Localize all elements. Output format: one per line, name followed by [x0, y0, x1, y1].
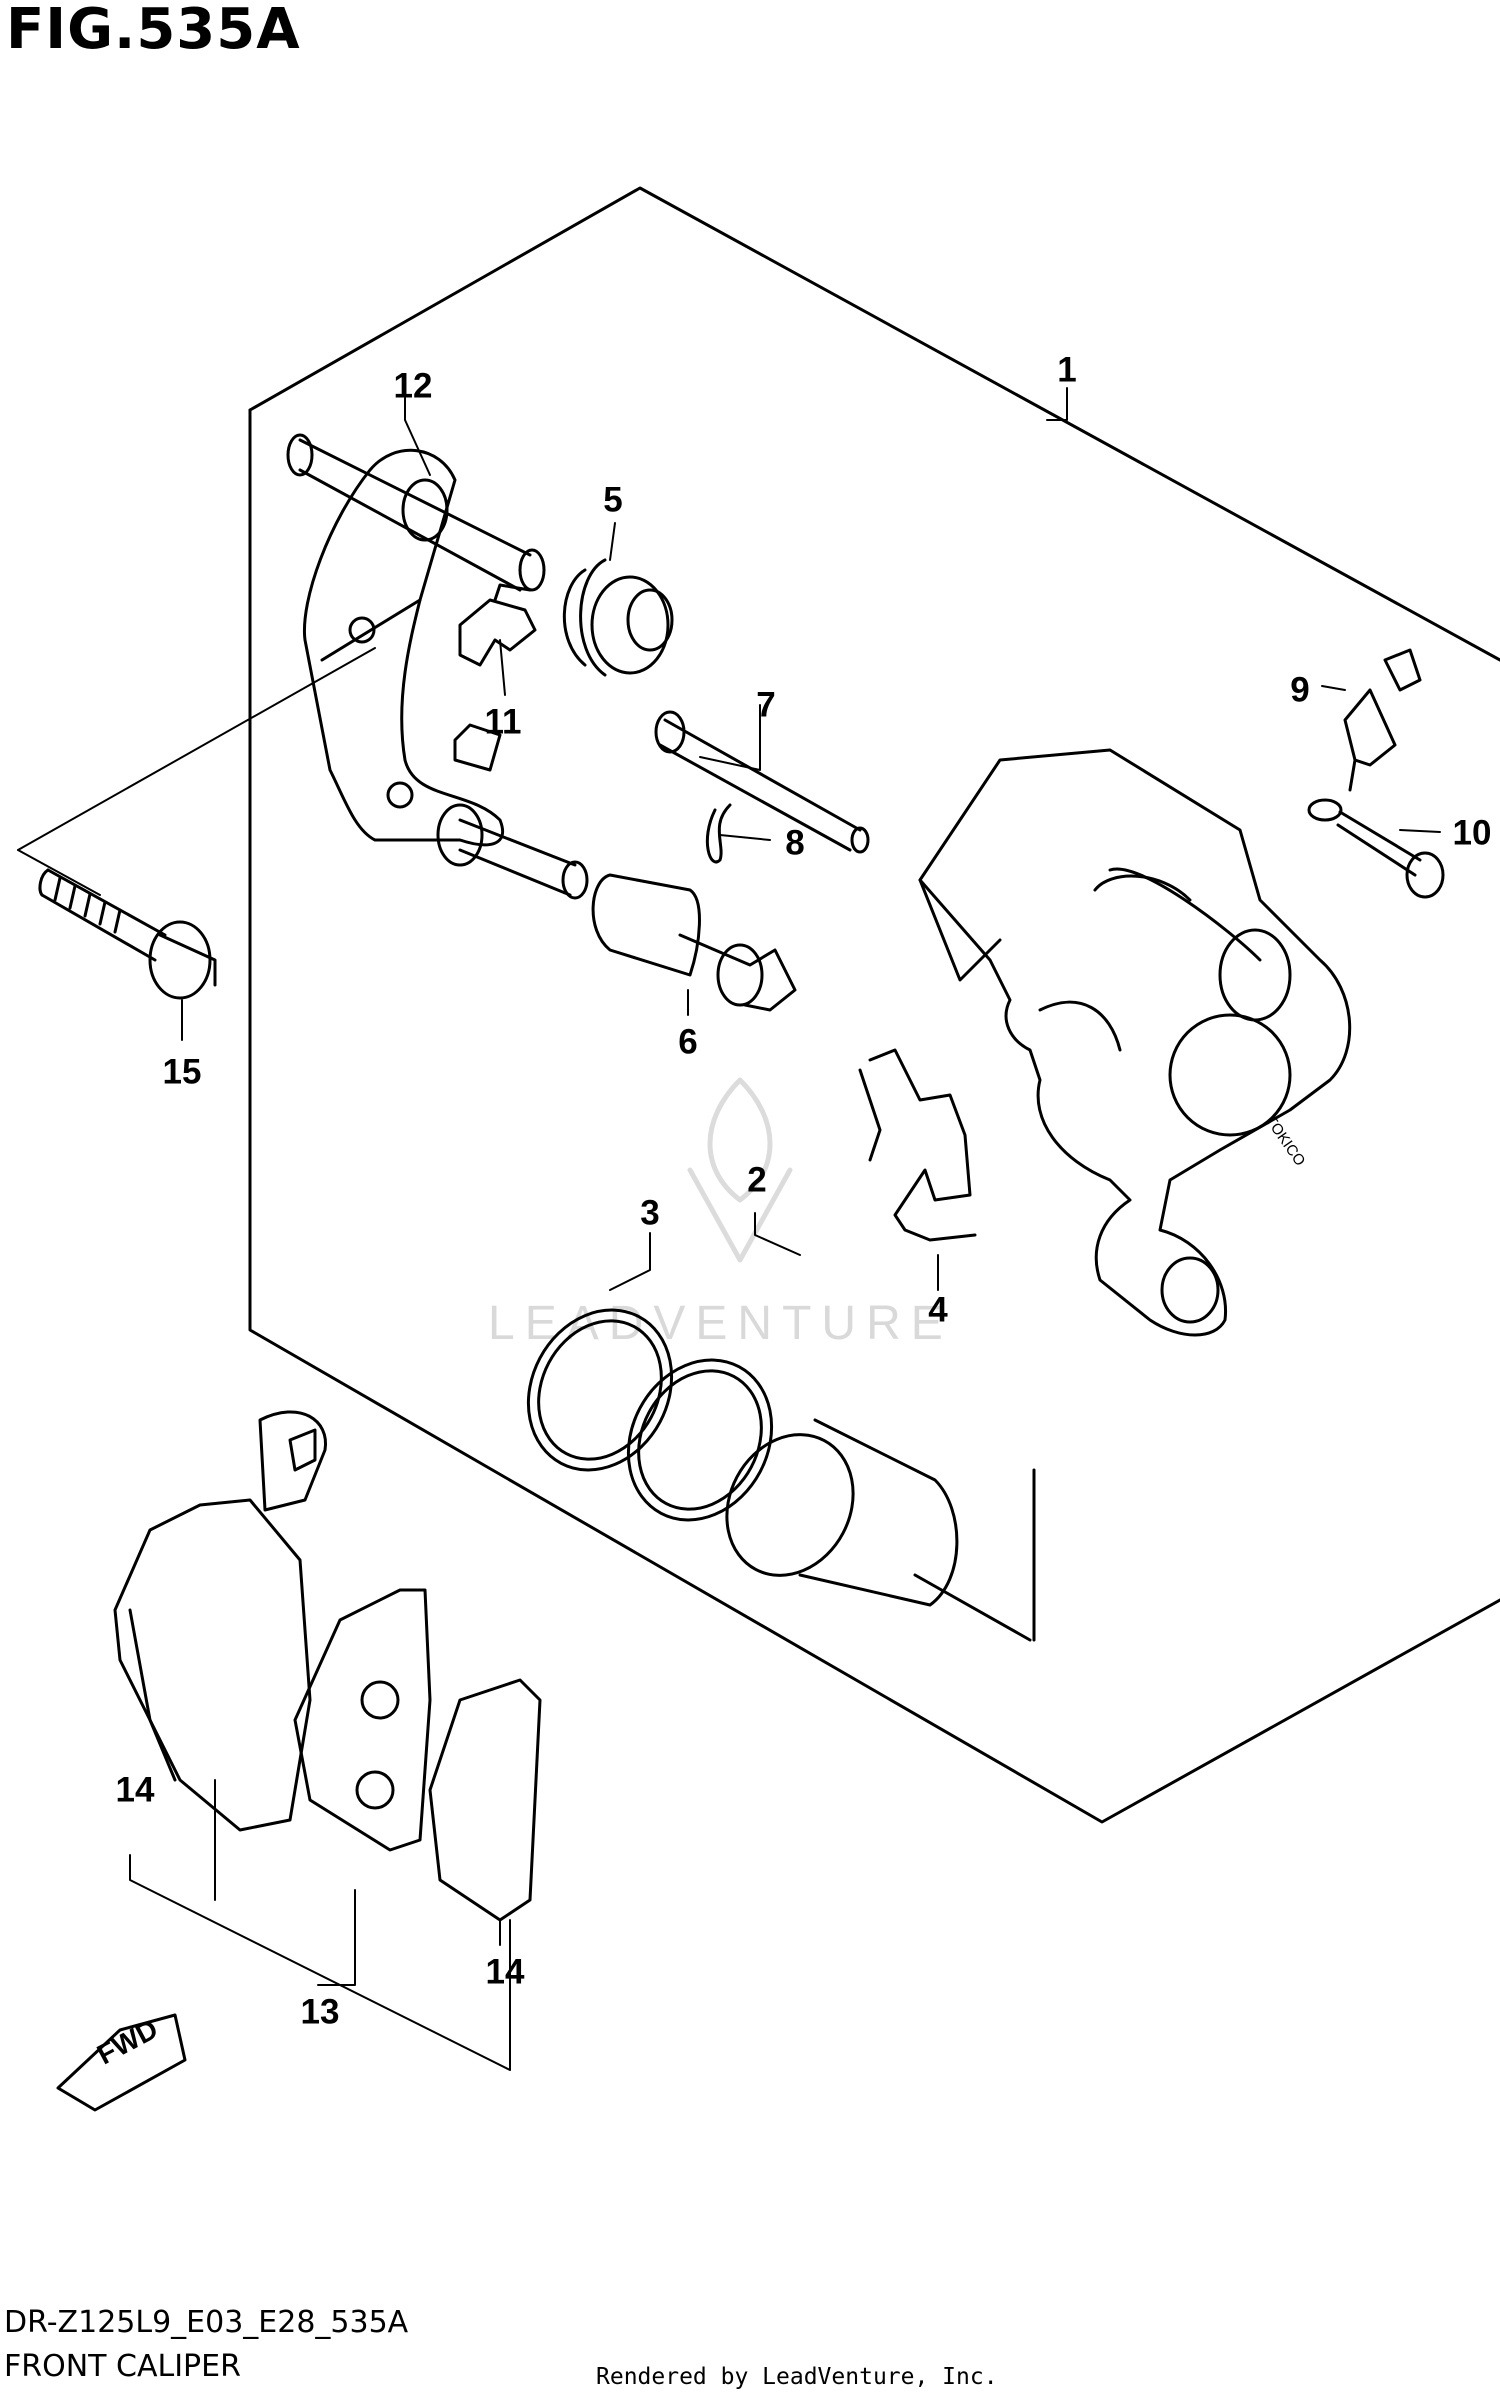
caliper-body	[918, 748, 1352, 1337]
callout-11: 11	[484, 702, 522, 742]
brake-pad-inner	[293, 1588, 542, 1922]
callout-12: 12	[393, 366, 433, 406]
callout-10: 10	[1452, 813, 1492, 853]
bleeder-cap	[1307, 798, 1445, 899]
callout-13: 13	[300, 1992, 340, 2032]
callout-2: 2	[747, 1160, 767, 1200]
callout-4: 4	[928, 1290, 948, 1330]
dust-seal	[626, 1358, 774, 1522]
pad-clip	[453, 583, 537, 772]
caliper-brand-text: TOKICO	[1262, 1113, 1309, 1170]
fwd-arrow	[56, 2013, 187, 2112]
callout-8: 8	[785, 823, 805, 863]
callout-1: 1	[1057, 350, 1077, 390]
render-credit: Rendered by LeadVenture, Inc.	[596, 2364, 998, 2390]
brake-pad-outer	[113, 1410, 328, 1832]
callout-7: 7	[756, 685, 776, 725]
model-code: DR-Z125L9_E03_E28_535A	[4, 2305, 409, 2340]
piston	[725, 1418, 1032, 1642]
assembly-box	[248, 186, 1500, 1824]
pad-spring	[858, 1048, 977, 1242]
callout-3: 3	[640, 1193, 660, 1233]
rubber-boot	[562, 558, 674, 677]
callout-5: 5	[603, 480, 623, 520]
figure-title: FIG.535A	[6, 0, 301, 62]
leader-lines	[17, 387, 1441, 2071]
watermark-logo	[687, 1077, 793, 1263]
callout-14-inner: 14	[485, 1952, 525, 1992]
callout-14-outer: 14	[115, 1770, 155, 1810]
callout-6: 6	[678, 1022, 698, 1062]
slide-pin	[654, 710, 870, 864]
figure-name: FRONT CALIPER	[4, 2349, 241, 2384]
callout-15: 15	[162, 1052, 202, 1092]
callout-9: 9	[1290, 670, 1310, 710]
piston-seal	[526, 1308, 674, 1472]
pin-boot	[591, 873, 797, 1012]
caliper-bracket	[286, 433, 589, 900]
mounting-bolt	[38, 868, 217, 1000]
bleeder-valve	[1343, 648, 1422, 792]
